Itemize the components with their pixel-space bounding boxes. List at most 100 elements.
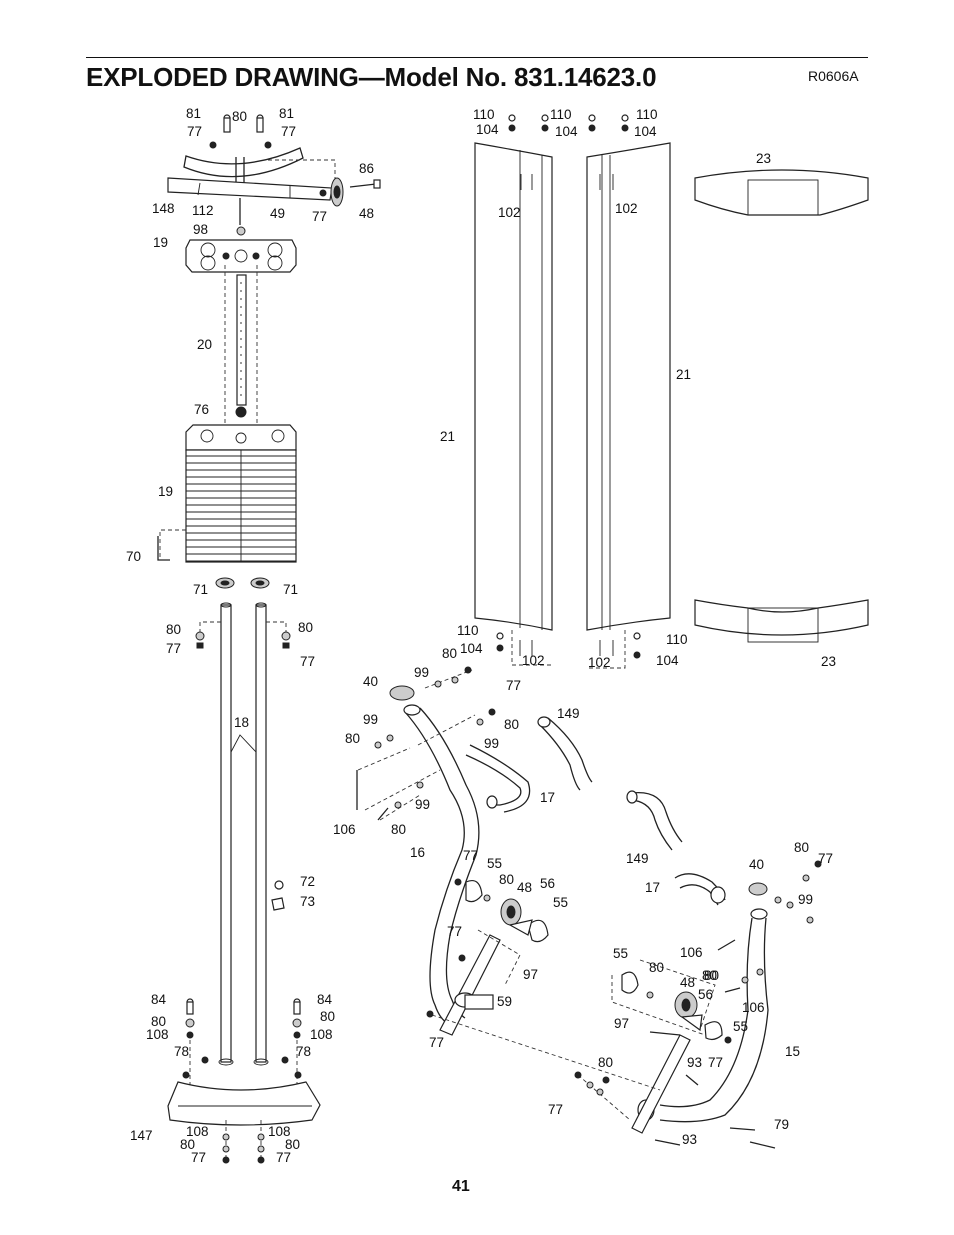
part-label: 93: [682, 1132, 697, 1147]
part-label: 80: [704, 968, 719, 983]
part-label: 97: [614, 1016, 629, 1031]
part-label: 80: [794, 840, 809, 855]
part-label: 108: [268, 1124, 291, 1139]
part-label: 147: [130, 1128, 153, 1143]
part-label: 77: [191, 1150, 206, 1165]
part-label: 149: [626, 851, 649, 866]
page-number: 41: [452, 1178, 470, 1195]
part-label: 99: [363, 712, 378, 727]
part-label: 80: [504, 717, 519, 732]
part-label: 16: [410, 845, 425, 860]
part-label: 77: [166, 641, 181, 656]
part-label: 80: [320, 1009, 335, 1024]
header-rule: [86, 57, 868, 58]
part-label: 99: [798, 892, 813, 907]
shroud-21-left: [474, 142, 553, 631]
part-label: 19: [153, 235, 168, 250]
arm-hardware: [356, 666, 822, 1149]
handle-149-left: [537, 716, 593, 791]
part-label: 71: [283, 582, 298, 597]
clip-72-73: [271, 880, 285, 911]
weight-stack: [159, 424, 297, 563]
part-label: 76: [194, 402, 209, 417]
part-label: 55: [487, 856, 502, 871]
part-label: 72: [300, 874, 315, 889]
part-label: 110: [473, 107, 495, 122]
shroud-21-right: [586, 142, 671, 631]
part-label: 80: [298, 620, 313, 635]
part-label: 73: [300, 894, 315, 909]
part-label: 77: [276, 1150, 291, 1165]
part-label: 106: [742, 1000, 765, 1015]
part-label: 77: [708, 1055, 723, 1070]
part-label: 99: [484, 736, 499, 751]
part-label: 80: [649, 960, 664, 975]
part-label: 84: [317, 992, 333, 1007]
part-label: 86: [359, 161, 374, 176]
part-label: 104: [656, 653, 679, 668]
part-label: 77: [187, 124, 202, 139]
part-label: 77: [506, 678, 521, 693]
bumpers-71: [215, 577, 270, 589]
pulley-48-top: [319, 177, 381, 207]
part-label: 56: [540, 876, 555, 891]
part-label: 48: [680, 975, 695, 990]
part-label: 104: [476, 122, 499, 137]
part-label: 110: [666, 632, 688, 647]
shroud-cap-23-top: [694, 169, 869, 216]
part-label: 102: [498, 205, 521, 220]
part-label: 80: [166, 622, 181, 637]
part-label: 40: [749, 857, 764, 872]
part-label: 97: [523, 967, 538, 982]
part-label: 23: [821, 654, 836, 669]
part-label: 104: [555, 124, 578, 139]
part-label: 79: [774, 1117, 789, 1132]
pulley-plates: [465, 879, 723, 1041]
part-label: 20: [197, 337, 212, 352]
part-label: 112: [192, 203, 214, 218]
part-label: 77: [548, 1102, 563, 1117]
part-label: 80: [151, 1014, 166, 1029]
links-59: [439, 934, 691, 1134]
part-label: 49: [270, 206, 285, 221]
part-label: 102: [522, 653, 545, 668]
part-label: 71: [193, 582, 208, 597]
part-label: 80: [285, 1137, 300, 1152]
frame-15: [637, 882, 769, 1123]
part-label: 19: [158, 484, 173, 499]
handle-149-right: [626, 790, 683, 851]
pin-70: [157, 536, 170, 561]
top-pulley-bracket: [167, 114, 336, 201]
selector-shaft-20: [224, 265, 258, 430]
part-label: 77: [300, 654, 315, 669]
part-label: 48: [517, 880, 532, 895]
part-label: 84: [151, 992, 167, 1007]
bottom-base-147: [167, 998, 321, 1164]
part-label: 81: [186, 106, 201, 121]
handle-17-left: [465, 744, 531, 813]
part-label: 80: [702, 968, 717, 983]
part-label: 80: [598, 1055, 613, 1070]
part-label: 108: [146, 1027, 169, 1042]
page-title: EXPLODED DRAWING—Model No. 831.14623.0: [86, 62, 657, 92]
part-label: 15: [785, 1044, 800, 1059]
part-label: 77: [281, 124, 296, 139]
part-label: 59: [497, 994, 512, 1009]
selector-rod-bolt: [236, 198, 246, 236]
part-label: 106: [333, 822, 356, 837]
part-label: 99: [414, 665, 429, 680]
part-label: 80: [442, 646, 457, 661]
part-label: 77: [429, 1035, 444, 1050]
part-label: 110: [457, 623, 479, 638]
part-label: 80: [180, 1137, 195, 1152]
part-label: 104: [634, 124, 657, 139]
part-label: 55: [733, 1019, 748, 1034]
part-label: 110: [636, 107, 658, 122]
part-label: 93: [687, 1055, 702, 1070]
part-label: 77: [463, 848, 478, 863]
part-label: 78: [296, 1044, 311, 1059]
part-label: 55: [553, 895, 568, 910]
part-label: 78: [174, 1044, 189, 1059]
